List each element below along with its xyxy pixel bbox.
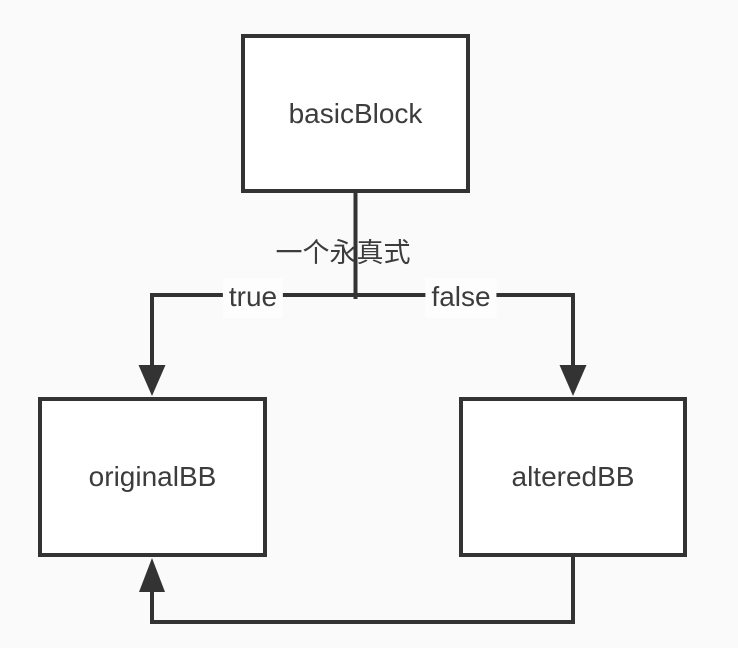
arrowhead-false-icon <box>559 365 587 396</box>
edge-label-true: true <box>222 278 284 318</box>
arrowhead-feedback-icon <box>139 558 165 592</box>
node-alteredbb: alteredBB <box>459 397 687 557</box>
edge-label-false: false <box>425 278 497 318</box>
node-basicblock-label: basicBlock <box>288 97 423 129</box>
node-alteredbb-label: alteredBB <box>511 461 635 492</box>
edge-feedback-loop <box>150 556 575 624</box>
node-originalbb: originalBB <box>38 397 267 557</box>
node-basicblock: basicBlock <box>241 34 470 193</box>
arrowhead-true-icon <box>138 365 166 396</box>
node-originalbb-label: originalBB <box>88 461 217 492</box>
edge-branch-tee <box>150 293 575 369</box>
edge-label-condition: 一个永真式 <box>275 238 411 268</box>
